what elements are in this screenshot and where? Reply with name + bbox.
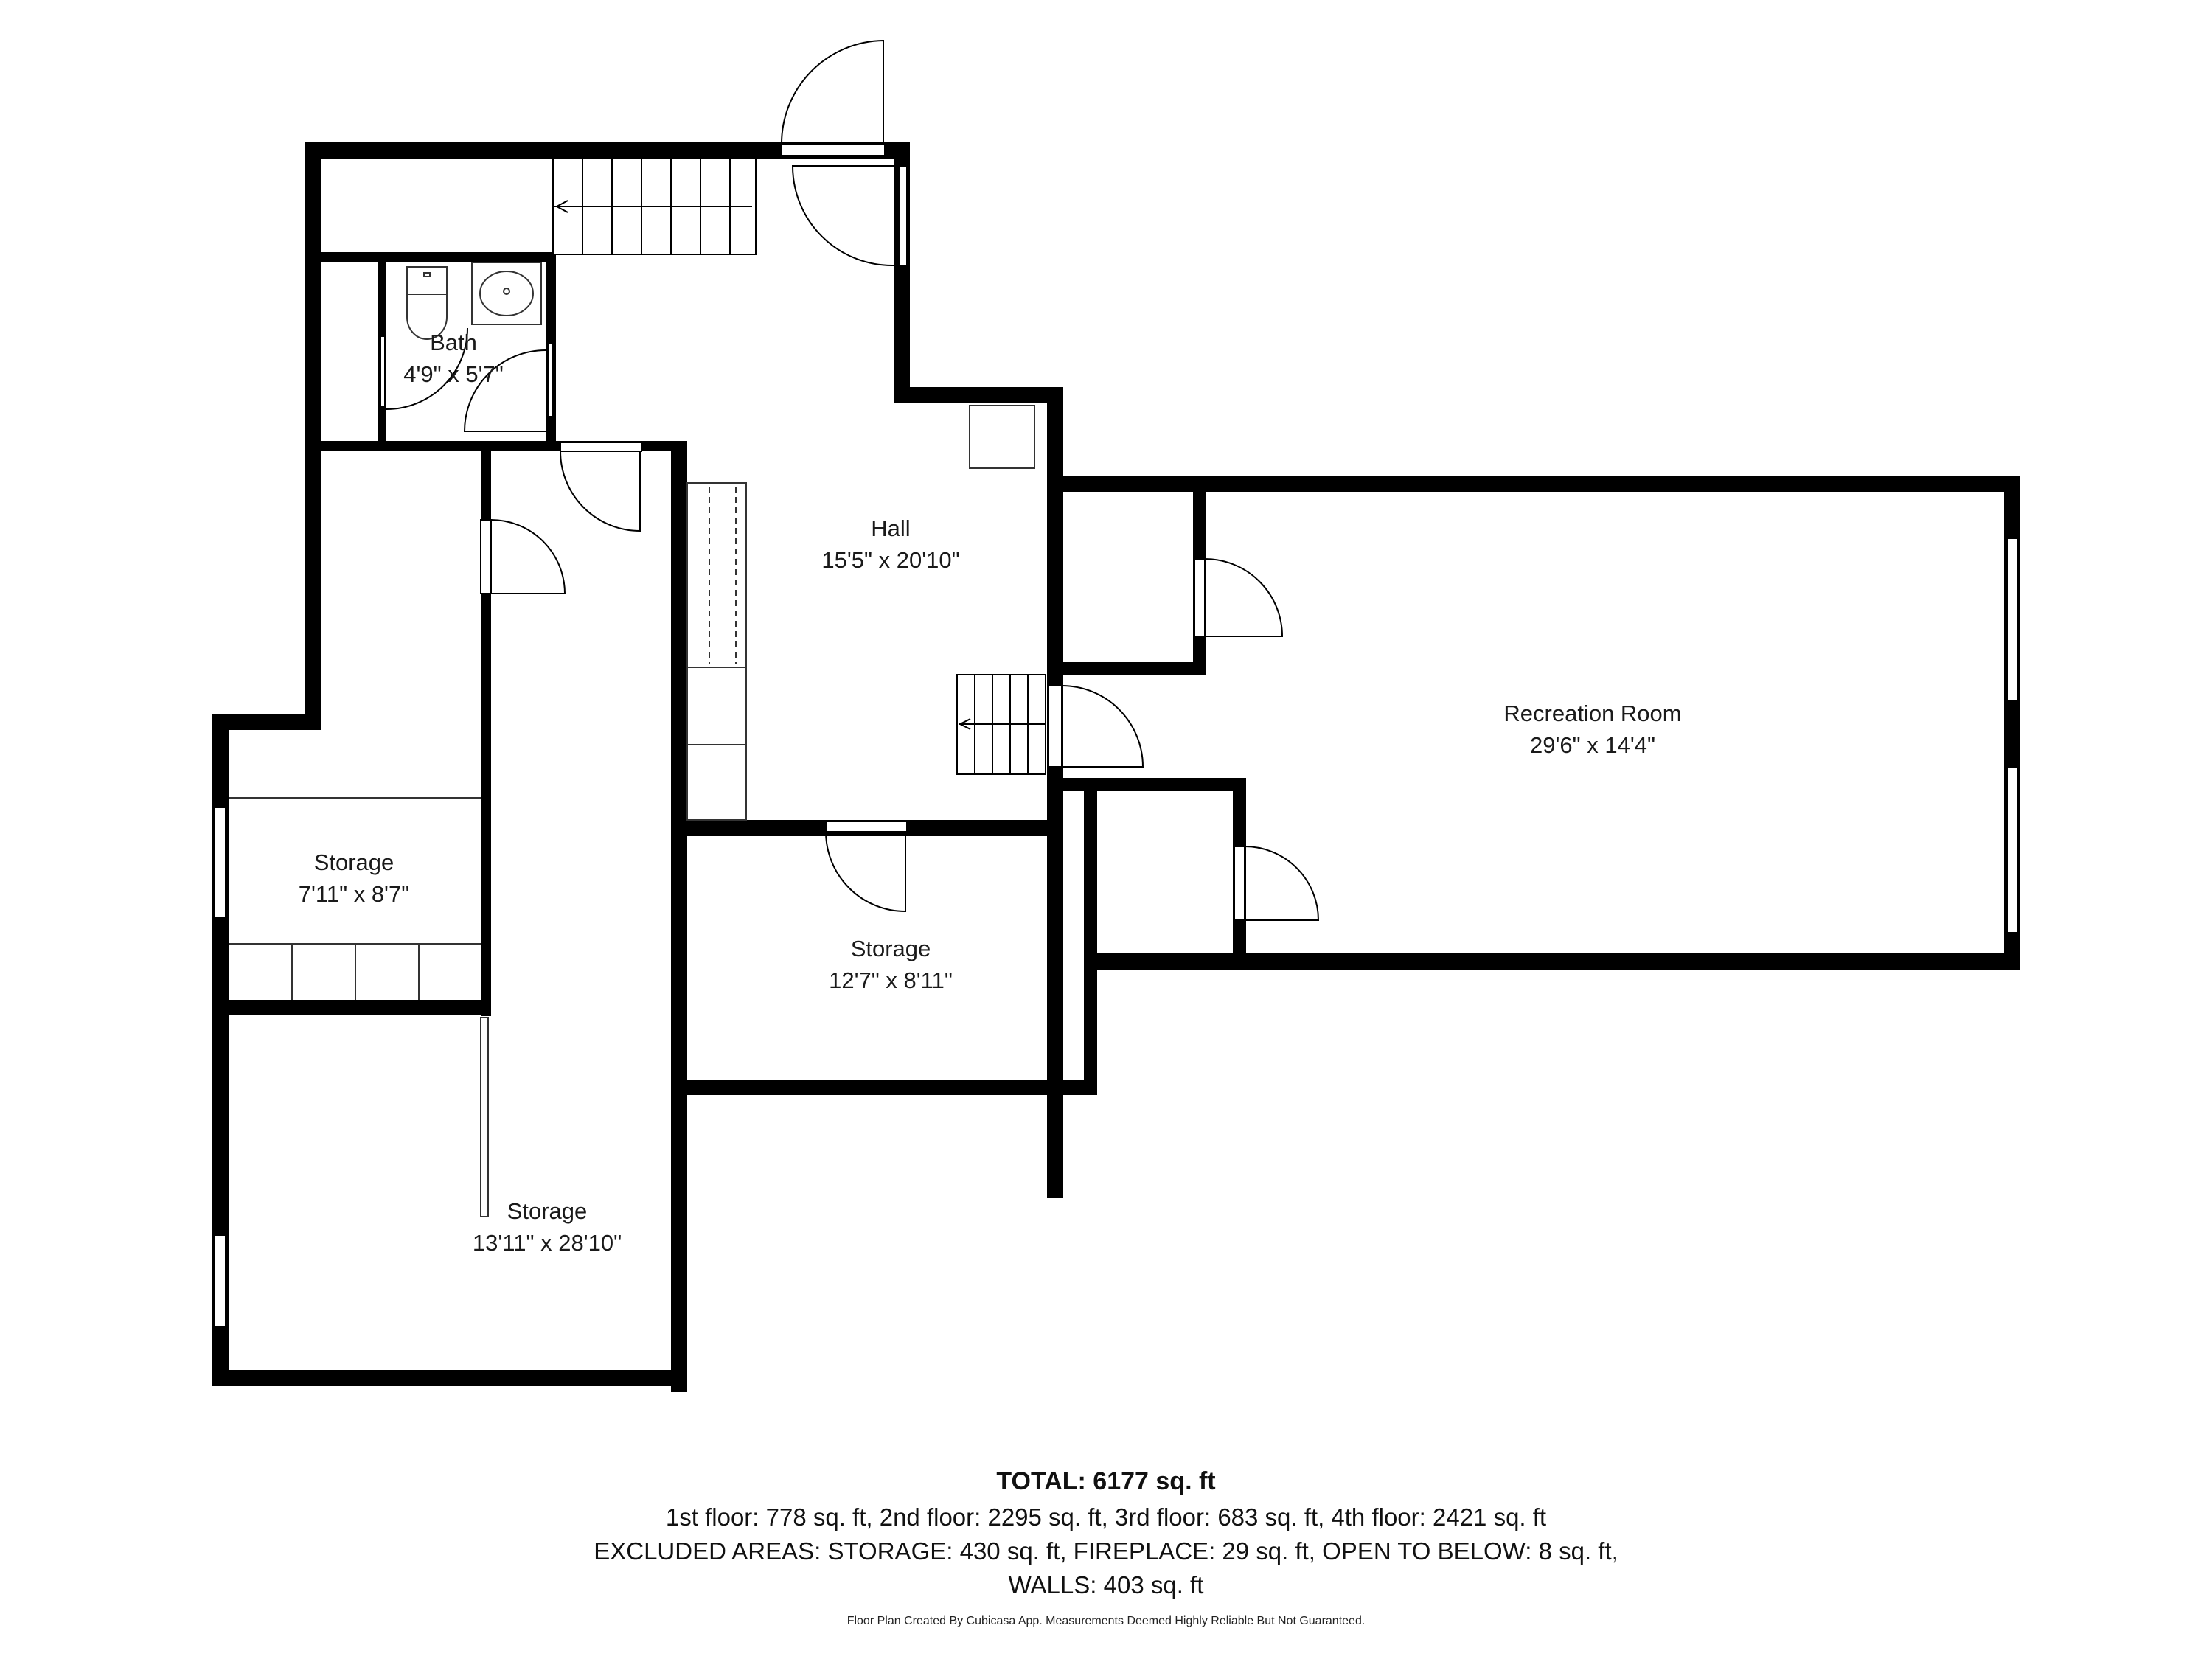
- wall-hall-left: [671, 441, 687, 1392]
- door-swing-icon: [781, 39, 884, 145]
- bath-fixtures: [406, 262, 542, 340]
- hall-dimensions: 15'5" x 20'10": [821, 547, 959, 573]
- stairs-icon: [552, 158, 1046, 775]
- window-icon: [899, 165, 908, 266]
- hall-name: Hall: [871, 515, 910, 541]
- recreation-room-dimensions: 29'6" x 14'4": [1530, 732, 1655, 758]
- wall-left-storage-top: [212, 714, 321, 730]
- window-icon: [213, 1234, 226, 1328]
- wall-left-upper: [305, 142, 321, 725]
- floor-areas: 1st floor: 778 sq. ft, 2nd floor: 2295 s…: [665, 1503, 1547, 1531]
- storage-center-name: Storage: [851, 936, 931, 961]
- total-area: TOTAL: 6177 sq. ft: [996, 1467, 1216, 1495]
- wall-rec-bottom: [1091, 953, 2020, 970]
- storage-long-name: Storage: [507, 1198, 588, 1224]
- wall-top: [305, 142, 910, 159]
- wall-closet-b-left: [1084, 778, 1097, 1095]
- storage-long-dimensions: 13'11" x 28'10": [473, 1230, 622, 1256]
- window-icon: [548, 342, 554, 417]
- door-swing-icon: [560, 451, 641, 532]
- wall-rec-top: [1047, 476, 2020, 492]
- storage-left-dimensions: 7'11" x 8'7": [299, 881, 409, 907]
- room-labels: Bath 4'9" x 5'7" Hall 15'5" x 20'10" Rec…: [299, 330, 1682, 1256]
- wall-hall-step: [894, 387, 1063, 403]
- window-icon: [213, 807, 226, 919]
- recreation-room-name: Recreation Room: [1503, 700, 1681, 726]
- storage-left-name: Storage: [314, 849, 394, 875]
- wall-center-storage-bottom: [671, 1080, 1097, 1095]
- wall-left-storage-right: [481, 714, 491, 1016]
- door-swing-icon: [490, 519, 566, 594]
- fixtures: [229, 405, 1035, 1217]
- area-summary: TOTAL: 6177 sq. ft 1st floor: 778 sq. ft…: [0, 1467, 2212, 1605]
- excluded-areas: EXCLUDED AREAS: STORAGE: 430 sq. ft, FIR…: [594, 1537, 1618, 1565]
- window-icon: [380, 335, 386, 407]
- door-swing-icon: [1204, 558, 1284, 637]
- wall-bottom: [212, 1370, 687, 1386]
- window-icon: [2006, 538, 2018, 701]
- windows: [213, 165, 2018, 1328]
- door-swing-icon: [1244, 846, 1320, 921]
- door-swing-icon: [825, 831, 906, 913]
- doors: [386, 39, 1320, 921]
- walls-area: WALLS: 403 sq. ft: [1008, 1571, 1204, 1599]
- door-swing-icon: [1061, 685, 1144, 768]
- wall-closet-a-bottom: [1047, 662, 1206, 675]
- door-swing-icon: [791, 165, 894, 267]
- toilet-icon: [406, 266, 448, 340]
- wall-closet-b-top: [1047, 778, 1246, 791]
- wall-hall-east: [1047, 387, 1063, 1198]
- credit-note: Floor Plan Created By Cubicasa App. Meas…: [846, 1615, 1366, 1627]
- wall-left-storage-bottom: [212, 1000, 491, 1015]
- door-swing-icon: [386, 327, 468, 410]
- wall-bath-top: [305, 252, 556, 262]
- bath-name: Bath: [430, 330, 477, 355]
- bath-dimensions: 4'9" x 5'7": [403, 361, 504, 387]
- storage-center-dimensions: 12'7" x 8'11": [829, 967, 953, 993]
- window-icon: [2006, 766, 2018, 933]
- door-swing-icon: [463, 349, 546, 432]
- sink-icon: [471, 262, 542, 325]
